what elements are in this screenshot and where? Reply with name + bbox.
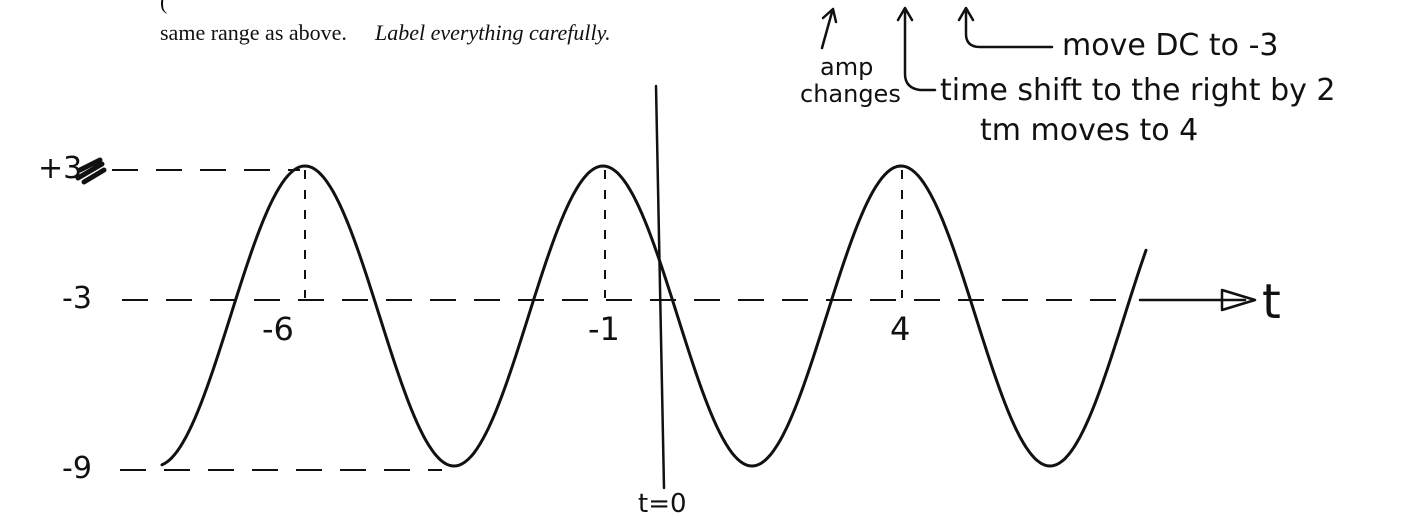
y-label-mid: -3	[62, 281, 92, 316]
shift-note-line-1: time shift to the right by 2	[940, 73, 1336, 108]
dc-arrow	[957, 6, 1054, 49]
amp-note-line-1: amp	[820, 53, 873, 81]
y-label-top: +3	[38, 151, 82, 186]
t-axis-arrowhead	[1220, 288, 1257, 312]
x-tick-label-3: 4	[890, 310, 910, 348]
y-label-bottom: -9	[62, 451, 92, 486]
t-axis-label: t	[1262, 274, 1281, 330]
header-line-1: (	[160, 0, 167, 14]
x-tick-label-1: -6	[262, 310, 294, 348]
t-zero-label: t=0	[638, 489, 687, 517]
amp-arrow	[820, 7, 838, 50]
scribble-mark	[75, 157, 107, 185]
shift-arrow	[896, 6, 937, 92]
dc-note: move DC to -3	[1062, 28, 1278, 63]
t-zero-line	[654, 84, 666, 490]
header-line-2-italic: Label everything carefully.	[374, 20, 611, 45]
amp-note-line-2: changes	[800, 80, 901, 108]
shift-note-line-2: tm moves to 4	[980, 113, 1198, 148]
sinusoid-curve	[160, 164, 1148, 468]
header-line-2-plain: same range as above.	[160, 20, 347, 45]
x-tick-label-2: -1	[588, 310, 620, 348]
